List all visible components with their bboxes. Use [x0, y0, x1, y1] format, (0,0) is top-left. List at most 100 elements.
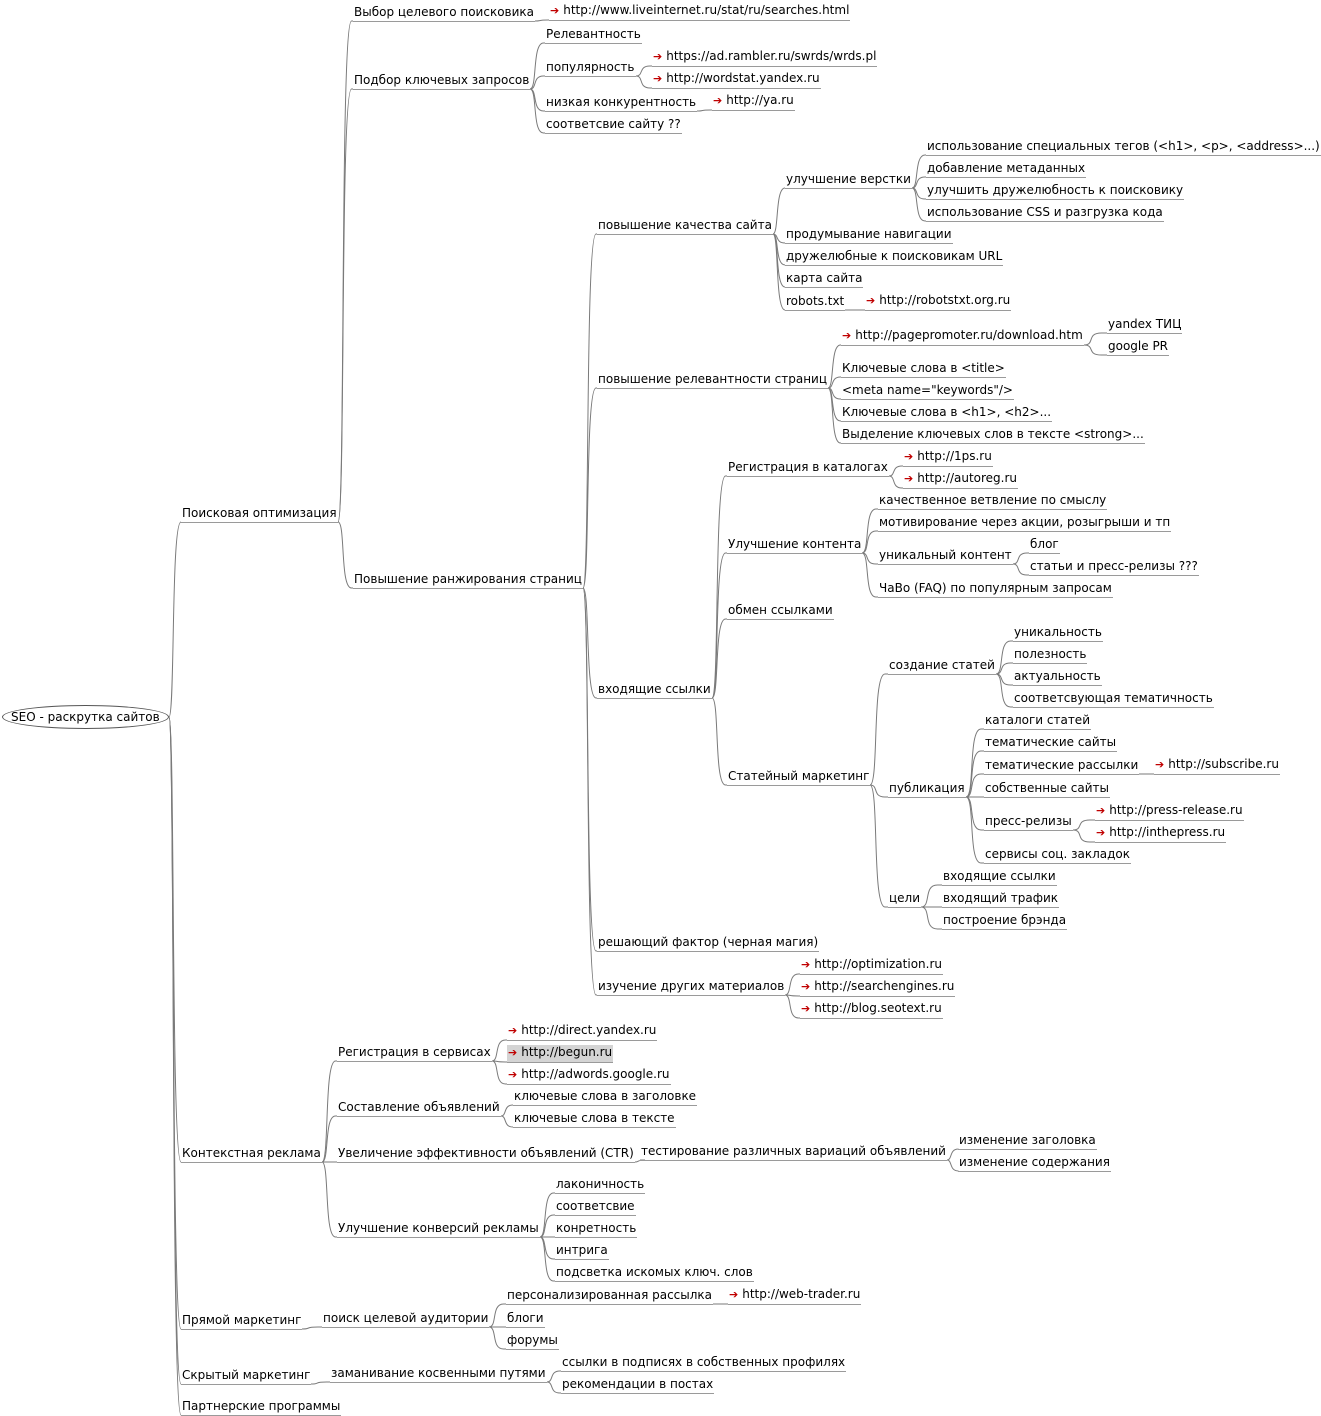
link-node[interactable]: ➔http://web-trader.ru [728, 1287, 862, 1305]
link-node[interactable]: ➔http://robotstxt.org.ru [865, 293, 1012, 311]
topic-node-уникальный-контент[interactable]: уникальный контент [878, 548, 1013, 565]
link-node[interactable]: ➔http://1ps.ru [903, 449, 993, 467]
topic-node-продумывание-навигации[interactable]: продумывание навигации [785, 227, 953, 244]
topic-node-регистрация-в-сервисах[interactable]: Регистрация в сервисах [337, 1045, 492, 1062]
topic-node-ключевые-слова-в-заголовке[interactable]: ключевые слова в заголовке [513, 1089, 698, 1106]
topic-node-ключевые-слова-в-h1-h2[interactable]: Ключевые слова в <h1>, <h2>... [841, 405, 1053, 422]
topic-node-поисковая-оптимизация[interactable]: Поисковая оптимизация [181, 506, 338, 523]
link-node[interactable]: ➔http://ya.ru [712, 93, 795, 111]
edge-n2b2 [500, 1115, 514, 1128]
topic-node-соответсвие[interactable]: соответсвие [555, 1199, 636, 1216]
topic-node-использование-css-и-разгрузка-кода[interactable]: использование CSS и разгрузка кода [926, 205, 1164, 222]
topic-node-построение-брэнда[interactable]: построение брэнда [942, 913, 1068, 930]
link-node[interactable]: ➔http://www.liveinternet.ru/stat/ru/sear… [549, 3, 851, 21]
topic-node-низкая-конкурентность[interactable]: низкая конкурентность [545, 95, 698, 112]
topic-node-скрытый-маркетинг[interactable]: Скрытый маркетинг [181, 1368, 312, 1385]
topic-node-выделение-ключевых-слов-в-тексте-strong[interactable]: Выделение ключевых слов в тексте <strong… [841, 427, 1145, 444]
topic-node-ключевые-слова-в-тексте[interactable]: ключевые слова в тексте [513, 1111, 676, 1128]
topic-node-тематические-рассылки[interactable]: тематические рассылки [984, 758, 1140, 775]
topic-node-изменение-заголовка[interactable]: изменение заголовка [958, 1133, 1097, 1150]
topic-node-качественное-ветвление-по-смыслу[interactable]: качественное ветвление по смыслу [878, 493, 1108, 510]
link-node[interactable]: ➔http://pagepromoter.ru/download.htm [841, 328, 1084, 346]
root-node[interactable]: SEO - раскрутка сайтов [2, 705, 169, 729]
topic-node-релевантность[interactable]: Релевантность [545, 27, 642, 44]
topic-node-улучшение-верстки[interactable]: улучшение верстки [785, 172, 912, 189]
topic-node-добавление-метаданных[interactable]: добавление метаданных [926, 161, 1087, 178]
topic-node-статейный-маркетинг[interactable]: Статейный маркетинг [727, 769, 871, 786]
topic-node-изменение-содержания[interactable]: изменение содержания [958, 1155, 1111, 1172]
topic-node-персонализированная-рассылка[interactable]: персонализированная рассылка [506, 1288, 714, 1305]
topic-node-соответсвующая-тематичность[interactable]: соответсвующая тематичность [1013, 691, 1214, 708]
link-node[interactable]: ➔http://blog.seotext.ru [800, 1001, 943, 1019]
topic-node-сервисы-соц-закладок[interactable]: сервисы соц. закладок [984, 847, 1131, 864]
link-node[interactable]: ➔http://searchengines.ru [800, 979, 956, 997]
topic-node-публикация[interactable]: публикация [888, 781, 966, 798]
topic-node-yandex-тиц[interactable]: yandex ТИЦ [1107, 317, 1183, 334]
topic-node-использование-специальных-тегов-h1-p-add[interactable]: использование специальных тегов (<h1>, <… [926, 139, 1321, 156]
topic-node-пресс-релизы[interactable]: пресс-релизы [984, 814, 1073, 831]
topic-node-улучшение-контента[interactable]: Улучшение контента [727, 537, 863, 554]
topic-node-каталоги-статей[interactable]: каталоги статей [984, 713, 1091, 730]
topic-node-прямой-маркетинг[interactable]: Прямой маркетинг [181, 1313, 303, 1330]
topic-node-улучшение-конверсий-рекламы[interactable]: Улучшение конверсий рекламы [337, 1221, 540, 1238]
topic-node-соответсвие-сайту[interactable]: соответсвие сайту ?? [545, 117, 682, 134]
link-node[interactable]: ➔http://begun.ru [507, 1045, 614, 1063]
topic-node-собственные-сайты[interactable]: собственные сайты [984, 781, 1110, 798]
topic-node-повышение-релевантности-страниц[interactable]: повышение релевантности страниц [597, 372, 829, 389]
topic-node-ссылки-в-подписях-в-собственных-профилях[interactable]: ссылки в подписях в собственных профилях [561, 1355, 847, 1372]
topic-node-входящие-ссылки[interactable]: входящие ссылки [942, 869, 1057, 886]
topic-node-популярность[interactable]: популярность [545, 60, 636, 77]
topic-node-входящий-трафик[interactable]: входящий трафик [942, 891, 1060, 908]
link-node[interactable]: ➔http://autoreg.ru [903, 471, 1019, 489]
topic-node-обмен-ссылками[interactable]: обмен ссылками [727, 603, 834, 620]
topic-node-блог[interactable]: блог [1029, 537, 1060, 554]
link-node[interactable]: ➔http://press-release.ru [1095, 803, 1244, 821]
link-node[interactable]: ➔http://subscribe.ru [1154, 757, 1280, 775]
topic-node-мотивирование-через-акции-розыгрыши-и-тп[interactable]: мотивирование через акции, розыгрыши и т… [878, 515, 1172, 532]
topic-node-интрига[interactable]: интрига [555, 1243, 609, 1260]
topic-node-статьи-и-пресс-релизы[interactable]: статьи и пресс-релизы ??? [1029, 559, 1199, 576]
link-node[interactable]: ➔http://adwords.google.ru [507, 1067, 671, 1085]
topic-node-meta-name-keywords[interactable]: <meta name="keywords"/> [841, 383, 1014, 400]
link-node[interactable]: ➔http://wordstat.yandex.ru [652, 71, 821, 89]
link-node[interactable]: ➔http://inthepress.ru [1095, 825, 1227, 843]
topic-node-уникальность[interactable]: уникальность [1013, 625, 1103, 642]
link-node[interactable]: ➔http://direct.yandex.ru [507, 1023, 658, 1041]
topic-node-актуальность[interactable]: актуальность [1013, 669, 1102, 686]
topic-node-форумы[interactable]: форумы [506, 1333, 559, 1350]
topic-node-решающий-фактор-черная-магия[interactable]: решающий фактор (черная магия) [597, 935, 820, 952]
topic-node-цели[interactable]: цели [888, 891, 922, 908]
topic-node-тестирование-различных-вариаций-объявлен[interactable]: тестирование различных вариаций объявлен… [640, 1144, 947, 1161]
topic-node-изучение-других-материалов[interactable]: изучение других материалов [597, 979, 786, 996]
topic-node-повышение-ранжирования-страниц[interactable]: Повышение ранжирования страниц [353, 572, 583, 589]
topic-node-создание-статей[interactable]: создание статей [888, 658, 996, 675]
topic-node-чаво-faq-по-популярным-запросам[interactable]: ЧаВо (FAQ) по популярным запросам [878, 581, 1113, 598]
topic-node-рекомендации-в-постах[interactable]: рекомендации в постах [561, 1377, 715, 1394]
topic-node-составление-объявлений[interactable]: Составление объявлений [337, 1100, 501, 1117]
topic-node-тематические-сайты[interactable]: тематические сайты [984, 735, 1118, 752]
topic-node-лаконичность[interactable]: лаконичность [555, 1177, 646, 1194]
link-node[interactable]: ➔http://optimization.ru [800, 957, 943, 975]
topic-node-ключевые-слова-в-title[interactable]: Ключевые слова в <title> [841, 361, 1006, 378]
topic-node-регистрация-в-каталогах[interactable]: Регистрация в каталогах [727, 460, 889, 477]
topic-node-полезность[interactable]: полезность [1013, 647, 1088, 664]
topic-node-дружелюбные-к-поисковикам-url[interactable]: дружелюбные к поисковикам URL [785, 249, 1004, 266]
topic-node-входящие-ссылки[interactable]: входящие ссылки [597, 682, 712, 699]
topic-node-увеличение-эффективности-объявлений-ctr[interactable]: Увеличение эффективности объявлений (CTR… [337, 1146, 635, 1163]
topic-node-google-pr[interactable]: google PR [1107, 339, 1170, 356]
topic-node-выбор-целевого-поисковика[interactable]: Выбор целевого поисковика [353, 5, 536, 22]
topic-node-блоги[interactable]: блоги [506, 1311, 545, 1328]
link-node[interactable]: ➔https://ad.rambler.ru/swrds/wrds.pl [652, 49, 878, 67]
topic-node-заманивание-косвенными-путями[interactable]: заманивание косвенными путями [330, 1366, 547, 1383]
topic-node-карта-сайта[interactable]: карта сайта [785, 271, 864, 288]
topic-node-robots-txt[interactable]: robots.txt [785, 294, 846, 311]
topic-node-подсветка-искомых-ключ-слов[interactable]: подсветка искомых ключ. слов [555, 1265, 754, 1282]
topic-node-улучшить-дружелюбность-к-поисковику[interactable]: улучшить дружелюбность к поисковику [926, 183, 1185, 200]
topic-node-контекстная-реклама[interactable]: Контекстная реклама [181, 1146, 322, 1163]
edge-n4a2 [546, 1381, 561, 1394]
topic-node-конретность[interactable]: конретность [555, 1221, 638, 1238]
topic-node-поиск-целевой-аудитории[interactable]: поиск целевой аудитории [322, 1311, 490, 1328]
topic-node-подбор-ключевых-запросов[interactable]: Подбор ключевых запросов [353, 73, 531, 90]
topic-node-партнерские-программы[interactable]: Партнерские программы [181, 1399, 342, 1416]
topic-node-повышение-качества-сайта[interactable]: повышение качества сайта [597, 218, 773, 235]
